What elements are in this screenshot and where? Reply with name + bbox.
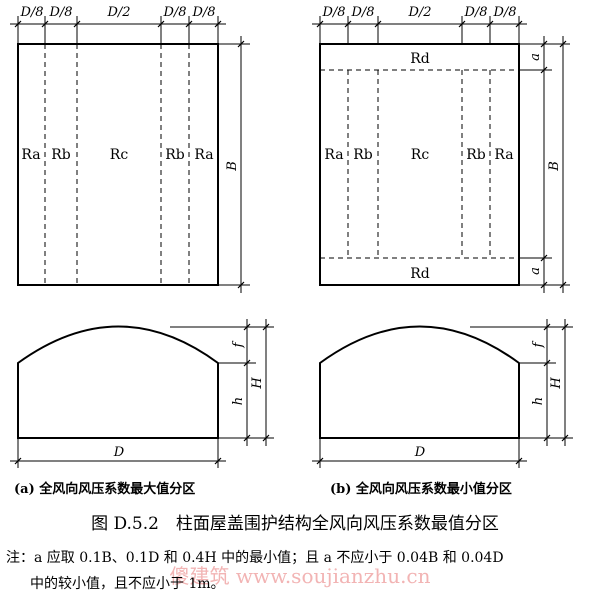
panel-b-dim-4: D/8 <box>463 5 487 20</box>
panel-a-dim-b: B <box>225 161 240 172</box>
panel-a-label: (a) 全风向风压系数最大值分区 <box>14 481 195 497</box>
figure-caption: 图 D.5.2 柱面屋盖围护结构全风向风压系数最值分区 <box>91 514 499 534</box>
panel-b-elev-h: h <box>531 397 546 405</box>
region-rc: Rc <box>110 147 129 163</box>
panel-a-dim-1: D/8 <box>19 5 43 20</box>
panel-a-dim-5: D/8 <box>191 5 215 20</box>
panel-a-elev-f: f <box>231 340 246 348</box>
region-rd-bottom: Rd <box>410 266 430 282</box>
region-rb-left: Rb <box>353 147 373 163</box>
panel-b-dim-a-top: a <box>528 53 543 61</box>
panel-b-elev-hh: H <box>549 377 564 390</box>
panel-b-plan: D/8 D/8 D/2 D/8 D/8 Rd Rd Ra Rb Rc Rb Ra… <box>312 5 570 293</box>
watermark: 傻建筑 www.soujianzhu.cn <box>169 564 430 588</box>
panel-a-dim-2: D/8 <box>48 5 72 20</box>
panel-b-dim-2: D/8 <box>350 5 374 20</box>
panel-b-elevation: D f h H <box>312 319 573 468</box>
note-line-2: 中的较小值，且不应小于 1m。 <box>30 575 225 592</box>
region-rb-left: Rb <box>51 147 71 163</box>
panel-a-elev-hh: H <box>250 377 265 390</box>
panel-b-dim-b: B <box>547 161 562 172</box>
panel-a-plan: D/8 D/8 D/2 D/8 D/8 Ra Rb Rc Rb Ra B <box>10 5 250 293</box>
panel-a-elev-d: D <box>113 445 125 460</box>
panel-a-dim-4: D/8 <box>162 5 186 20</box>
panel-a-elev-h: h <box>231 397 246 405</box>
region-ra-right: Ra <box>194 147 213 163</box>
region-rb-right: Rb <box>165 147 185 163</box>
panel-a-dim-3: D/2 <box>106 5 130 20</box>
panel-a-elevation: D f h H <box>10 319 274 468</box>
panel-b-dim-5: D/8 <box>492 5 516 20</box>
panel-b-label: (b) 全风向风压系数最小值分区 <box>330 481 512 497</box>
region-ra-left: Ra <box>21 147 40 163</box>
panel-b-dim-3: D/2 <box>407 5 431 20</box>
panel-b-elev-f: f <box>531 340 546 348</box>
region-rd-top: Rd <box>410 51 430 67</box>
region-rc: Rc <box>411 147 430 163</box>
panel-b-dim-1: D/8 <box>321 5 345 20</box>
region-ra-left: Ra <box>324 147 343 163</box>
panel-b-elev-d: D <box>414 445 426 460</box>
region-rb-right: Rb <box>466 147 486 163</box>
panel-b-dim-a-bottom: a <box>528 267 543 275</box>
note-line-1: 注：a 应取 0.1B、0.1D 和 0.4H 中的最小值；且 a 不应小于 0… <box>6 549 504 566</box>
region-ra-right: Ra <box>494 147 513 163</box>
